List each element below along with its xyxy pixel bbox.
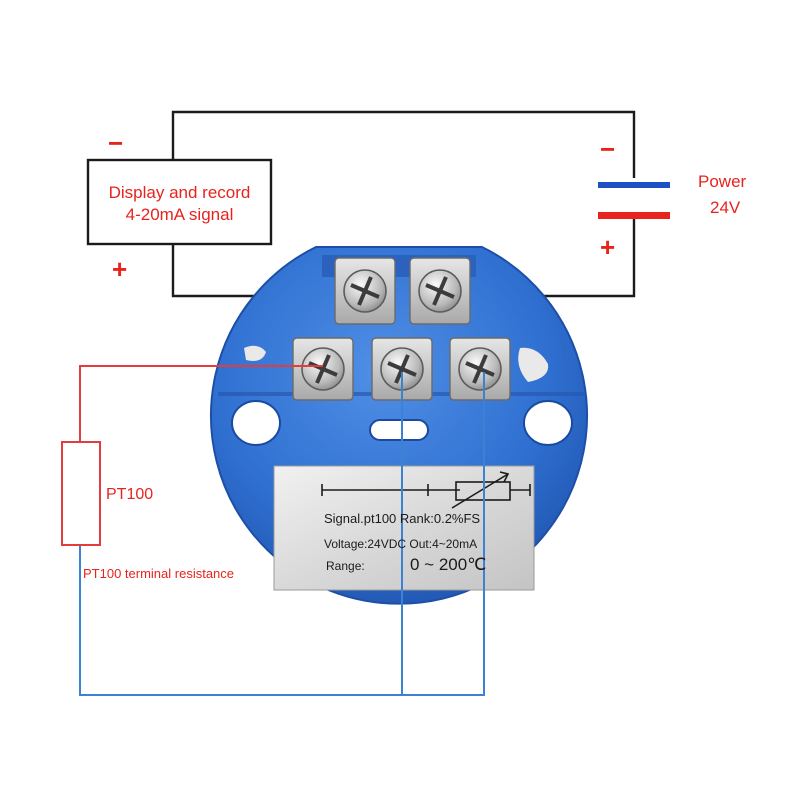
- display-minus-sign: −: [108, 128, 124, 158]
- resistor-icon: [61, 441, 101, 546]
- pt100-label: PT100: [106, 486, 154, 503]
- power-label: Power: [698, 172, 747, 191]
- nameplate-range-value: 0 ~ 200℃: [410, 555, 487, 574]
- nameplate-range-label: Range:: [326, 559, 365, 573]
- sensor-blue-wires: [79, 372, 485, 696]
- mounting-hole-right: [523, 400, 573, 446]
- power-voltage: 24V: [710, 198, 741, 217]
- power-plus-sign: +: [600, 232, 616, 262]
- nameplate: [273, 465, 535, 591]
- display-label-line2: 4-20mA signal: [125, 205, 234, 224]
- display-box: [86, 158, 273, 246]
- nameplate-signal-text: Signal.pt100 Rank:0.2%FS: [324, 511, 481, 526]
- battery-icon: [598, 182, 670, 219]
- display-label-line1: Display and record: [108, 183, 251, 202]
- power-minus-sign: −: [600, 134, 616, 164]
- pt100-caption: PT100 terminal resistance: [83, 566, 235, 581]
- nameplate-voltage-text: Voltage:24VDC Out:4~20mA: [324, 537, 478, 551]
- sensor-red-wire: [79, 365, 323, 442]
- mounting-slot: [369, 419, 429, 441]
- mounting-hole-left: [231, 400, 281, 446]
- display-plus-sign: +: [112, 254, 128, 284]
